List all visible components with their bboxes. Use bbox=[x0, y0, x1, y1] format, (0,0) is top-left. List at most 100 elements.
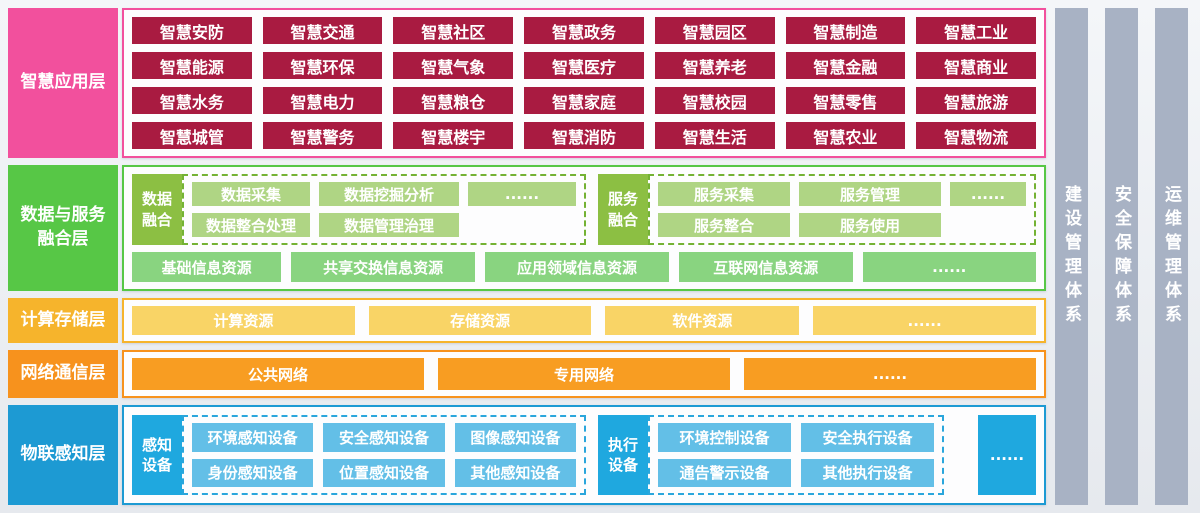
service-fusion-chip: ...... bbox=[950, 182, 1026, 206]
layer-network-communication: 网络通信层 公共网络专用网络...... bbox=[8, 350, 1046, 398]
app-box: 智慧家庭 bbox=[524, 87, 644, 114]
governance-pillars: 建设管理体系 安全保障体系 运维管理体系 bbox=[1055, 8, 1188, 505]
service-fusion-chip: 服务使用 bbox=[799, 213, 941, 237]
data-layer-inner: 数据 融合 数据采集数据挖掘分析...... 数据整合处理数据管理治理 服务 融… bbox=[124, 167, 1044, 289]
app-box: 智慧粮仓 bbox=[393, 87, 514, 114]
app-box: 智慧工业 bbox=[916, 17, 1036, 44]
app-box: 智慧消防 bbox=[524, 122, 644, 149]
service-fusion-chip: 服务整合 bbox=[658, 213, 790, 237]
executing-devices-row1: 环境控制设备安全执行设备 bbox=[658, 423, 934, 452]
executing-devices-group: 环境控制设备安全执行设备 通告警示设备其他执行设备 bbox=[648, 415, 944, 495]
executing-device-box: 通告警示设备 bbox=[658, 458, 791, 487]
app-box: 智慧养老 bbox=[654, 52, 775, 79]
service-fusion-row2: 服务整合服务使用 bbox=[658, 213, 1026, 237]
sensing-device-box: 环境感知设备 bbox=[192, 423, 314, 452]
resource-chip: 应用领域信息资源 bbox=[485, 252, 670, 282]
network-strip: 公共网络专用网络...... bbox=[124, 352, 1044, 396]
sensing-device-box: 其他感知设备 bbox=[454, 458, 576, 487]
network-box: 公共网络 bbox=[132, 358, 424, 390]
app-box: 智慧水务 bbox=[132, 87, 252, 114]
layer-data-service-fusion: 数据与服务 融合层 数据 融合 数据采集数据挖掘分析...... 数据整合处理数… bbox=[8, 165, 1046, 291]
service-fusion-row1: 服务采集服务管理...... bbox=[658, 182, 1026, 206]
network-box: ...... bbox=[744, 358, 1036, 390]
sensing-devices-group: 环境感知设备安全感知设备图像感知设备 身份感知设备位置感知设备其他感知设备 bbox=[182, 415, 586, 495]
resource-chip: 基础信息资源 bbox=[132, 252, 282, 282]
app-box: 智慧能源 bbox=[132, 52, 252, 79]
layer-content-data-fusion: 数据 融合 数据采集数据挖掘分析...... 数据整合处理数据管理治理 服务 融… bbox=[122, 165, 1046, 291]
resource-chip: 共享交换信息资源 bbox=[291, 252, 476, 282]
app-box: 智慧金融 bbox=[785, 52, 906, 79]
compute-resource-box: 软件资源 bbox=[605, 306, 800, 335]
sensing-device-box: 位置感知设备 bbox=[323, 458, 445, 487]
sensing-device-box: 身份感知设备 bbox=[192, 458, 314, 487]
app-box: 智慧制造 bbox=[785, 17, 906, 44]
app-box: 智慧电力 bbox=[262, 87, 383, 114]
executing-device-box: 其他执行设备 bbox=[801, 458, 934, 487]
app-box: 智慧政务 bbox=[524, 17, 644, 44]
group-spacer bbox=[586, 415, 598, 495]
data-fusion-row2: 数据整合处理数据管理治理 bbox=[192, 213, 576, 237]
iot-more-box: ...... bbox=[978, 415, 1036, 495]
app-box: 智慧楼宇 bbox=[393, 122, 514, 149]
app-box: 智慧园区 bbox=[654, 17, 775, 44]
executing-device-box: 环境控制设备 bbox=[658, 423, 791, 452]
service-fusion-group: 服务采集服务管理...... 服务整合服务使用 bbox=[648, 174, 1036, 245]
layer-compute-storage: 计算存储层 计算资源存储资源软件资源...... bbox=[8, 298, 1046, 343]
app-box: 智慧旅游 bbox=[916, 87, 1036, 114]
data-fusion-chip: 数据管理治理 bbox=[319, 213, 459, 237]
iot-layer-inner: 感知 设备 环境感知设备安全感知设备图像感知设备 身份感知设备位置感知设备其他感… bbox=[124, 407, 1044, 503]
sensing-devices-row2: 身份感知设备位置感知设备其他感知设备 bbox=[192, 458, 576, 487]
compute-resource-box: ...... bbox=[813, 306, 1036, 335]
pillar-operation-maintenance: 运维管理体系 bbox=[1155, 8, 1188, 505]
app-box: 智慧医疗 bbox=[524, 52, 644, 79]
service-fusion-label: 服务 融合 bbox=[598, 174, 648, 245]
fusion-groups-row: 数据 融合 数据采集数据挖掘分析...... 数据整合处理数据管理治理 服务 融… bbox=[132, 174, 1036, 245]
data-fusion-row1: 数据采集数据挖掘分析...... bbox=[192, 182, 576, 206]
app-box: 智慧安防 bbox=[132, 17, 252, 44]
app-box: 智慧环保 bbox=[262, 52, 383, 79]
app-box: 智慧气象 bbox=[393, 52, 514, 79]
sensing-device-box: 安全感知设备 bbox=[323, 423, 445, 452]
app-box: 智慧校园 bbox=[654, 87, 775, 114]
layer-content-iot: 感知 设备 环境感知设备安全感知设备图像感知设备 身份感知设备位置感知设备其他感… bbox=[122, 405, 1046, 505]
sensing-devices-label: 感知 设备 bbox=[132, 415, 182, 495]
layer-label-compute: 计算存储层 bbox=[8, 298, 118, 343]
service-fusion-chip: 服务管理 bbox=[799, 182, 941, 206]
executing-device-box: 安全执行设备 bbox=[801, 423, 934, 452]
network-box: 专用网络 bbox=[438, 358, 730, 390]
sensing-devices-row1: 环境感知设备安全感知设备图像感知设备 bbox=[192, 423, 576, 452]
layer-content-network: 公共网络专用网络...... bbox=[122, 350, 1046, 398]
layer-label-network: 网络通信层 bbox=[8, 350, 118, 398]
data-fusion-chip: 数据采集 bbox=[192, 182, 310, 206]
compute-strip: 计算资源存储资源软件资源...... bbox=[124, 300, 1044, 341]
app-box: 智慧物流 bbox=[916, 122, 1036, 149]
sensing-device-box: 图像感知设备 bbox=[454, 423, 576, 452]
resource-chip: 互联网信息资源 bbox=[679, 252, 853, 282]
layer-label-data-fusion: 数据与服务 融合层 bbox=[8, 165, 118, 291]
app-box: 智慧交通 bbox=[262, 17, 383, 44]
app-box: 智慧警务 bbox=[262, 122, 383, 149]
data-fusion-chip: 数据整合处理 bbox=[192, 213, 310, 237]
layer-content-compute: 计算资源存储资源软件资源...... bbox=[122, 298, 1046, 343]
group-spacer bbox=[586, 174, 598, 245]
app-box: 智慧零售 bbox=[785, 87, 906, 114]
compute-resource-box: 存储资源 bbox=[368, 306, 592, 335]
app-grid: 智慧安防智慧交通智慧社区智慧政务智慧园区智慧制造智慧工业智慧能源智慧环保智慧气象… bbox=[124, 10, 1044, 156]
resource-chip: ...... bbox=[862, 252, 1037, 282]
service-fusion-chip: 服务采集 bbox=[658, 182, 790, 206]
app-box: 智慧社区 bbox=[393, 17, 514, 44]
pillar-security-assurance: 安全保障体系 bbox=[1105, 8, 1138, 505]
layer-label-iot: 物联感知层 bbox=[8, 405, 118, 505]
app-box: 智慧生活 bbox=[654, 122, 775, 149]
app-box: 智慧农业 bbox=[785, 122, 906, 149]
layer-content-application: 智慧安防智慧交通智慧社区智慧政务智慧园区智慧制造智慧工业智慧能源智慧环保智慧气象… bbox=[122, 8, 1046, 158]
compute-resource-box: 计算资源 bbox=[132, 306, 355, 335]
executing-devices-row2: 通告警示设备其他执行设备 bbox=[658, 458, 934, 487]
data-fusion-group: 数据采集数据挖掘分析...... 数据整合处理数据管理治理 bbox=[182, 174, 586, 245]
layer-application: 智慧应用层 智慧安防智慧交通智慧社区智慧政务智慧园区智慧制造智慧工业智慧能源智慧… bbox=[8, 8, 1046, 158]
data-fusion-chip: 数据挖掘分析 bbox=[319, 182, 459, 206]
data-fusion-chip: ...... bbox=[468, 182, 576, 206]
layer-label-application: 智慧应用层 bbox=[8, 8, 118, 158]
pillar-construction-management: 建设管理体系 bbox=[1055, 8, 1088, 505]
data-fusion-label: 数据 融合 bbox=[132, 174, 182, 245]
